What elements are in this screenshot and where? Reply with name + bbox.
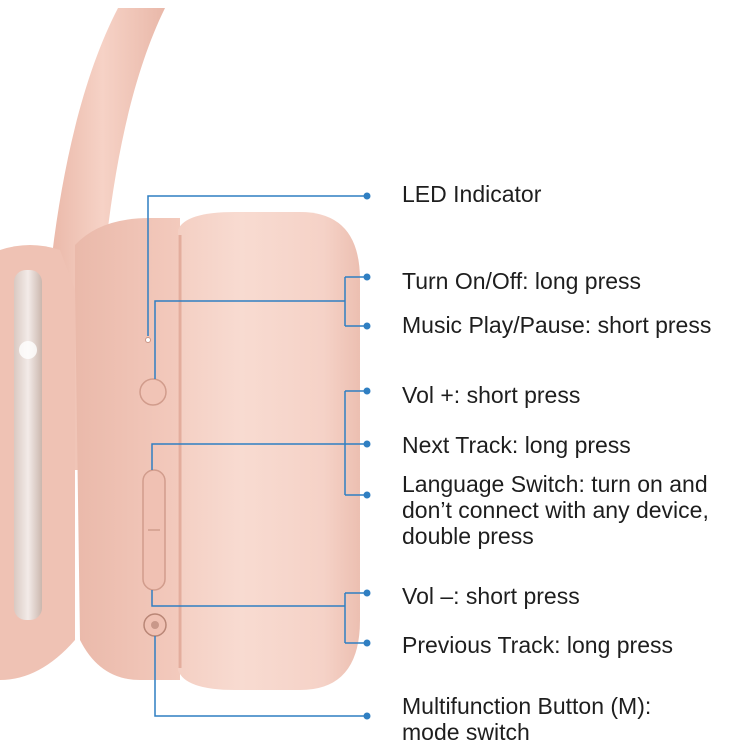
music-play-pause-label: Music Play/Pause: short press (402, 312, 712, 338)
previous-track-label: Previous Track: long press (402, 632, 674, 658)
language-switch-label: Language Switch: turn on and don’t conne… (402, 471, 709, 549)
next-track-label: Next Track: long press (402, 432, 631, 458)
multifunction-button-center (151, 621, 159, 629)
vol-up-label: Vol +: short press (402, 382, 581, 408)
leader-lines (147, 195, 365, 717)
multifunction-button-label: Multifunction Button (M): mode switch (402, 693, 652, 745)
leader-endpoints (363, 192, 371, 720)
brand-logo-icon (19, 341, 37, 359)
brand-plate (14, 270, 42, 620)
led-indicator-dot (145, 337, 151, 343)
turn-on-off-label: Turn On/Off: long press (402, 268, 642, 294)
ear-cup-housing (75, 218, 180, 680)
ear-cushion (178, 212, 360, 690)
led-indicator-label: LED Indicator (402, 181, 542, 207)
vol-down-label: Vol –: short press (402, 583, 580, 609)
power-play-button[interactable] (139, 378, 167, 406)
